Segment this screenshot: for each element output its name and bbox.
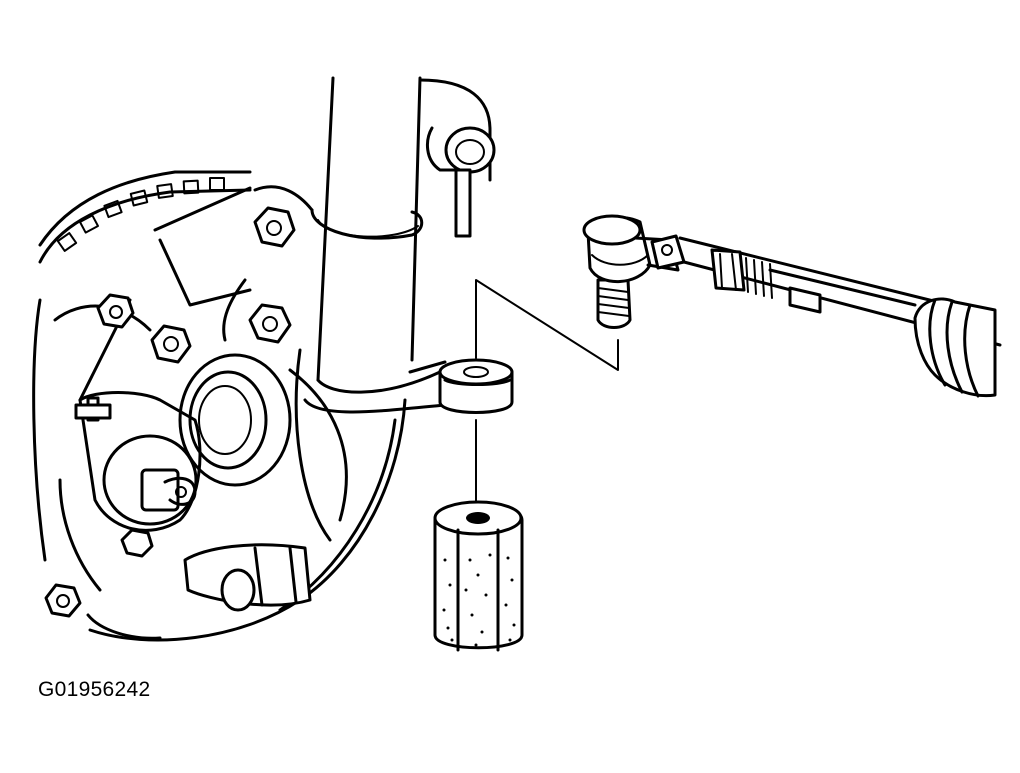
figure-id-label: G01956242 [38,678,151,701]
inner-tie-rod-boot [913,297,997,398]
steering-knuckle [53,185,447,612]
bolt-upper-strut [253,206,296,248]
bolt-caliper-lower [44,583,82,618]
strut-tube [310,76,492,382]
bolt-lower-strut [248,303,292,344]
bolt-caliper-upper [96,293,135,329]
brake-caliper [74,391,202,532]
stabilizer-link [426,126,496,238]
steering-arm-boss [408,358,514,414]
knuckle-bolts [44,206,296,618]
guide-lines [475,279,619,513]
bolt-caliper-bottom [120,528,154,558]
bolt-caliper-mid [150,324,192,364]
tie-rod-socket-tool [433,500,524,652]
tie-rod-end [582,214,686,329]
